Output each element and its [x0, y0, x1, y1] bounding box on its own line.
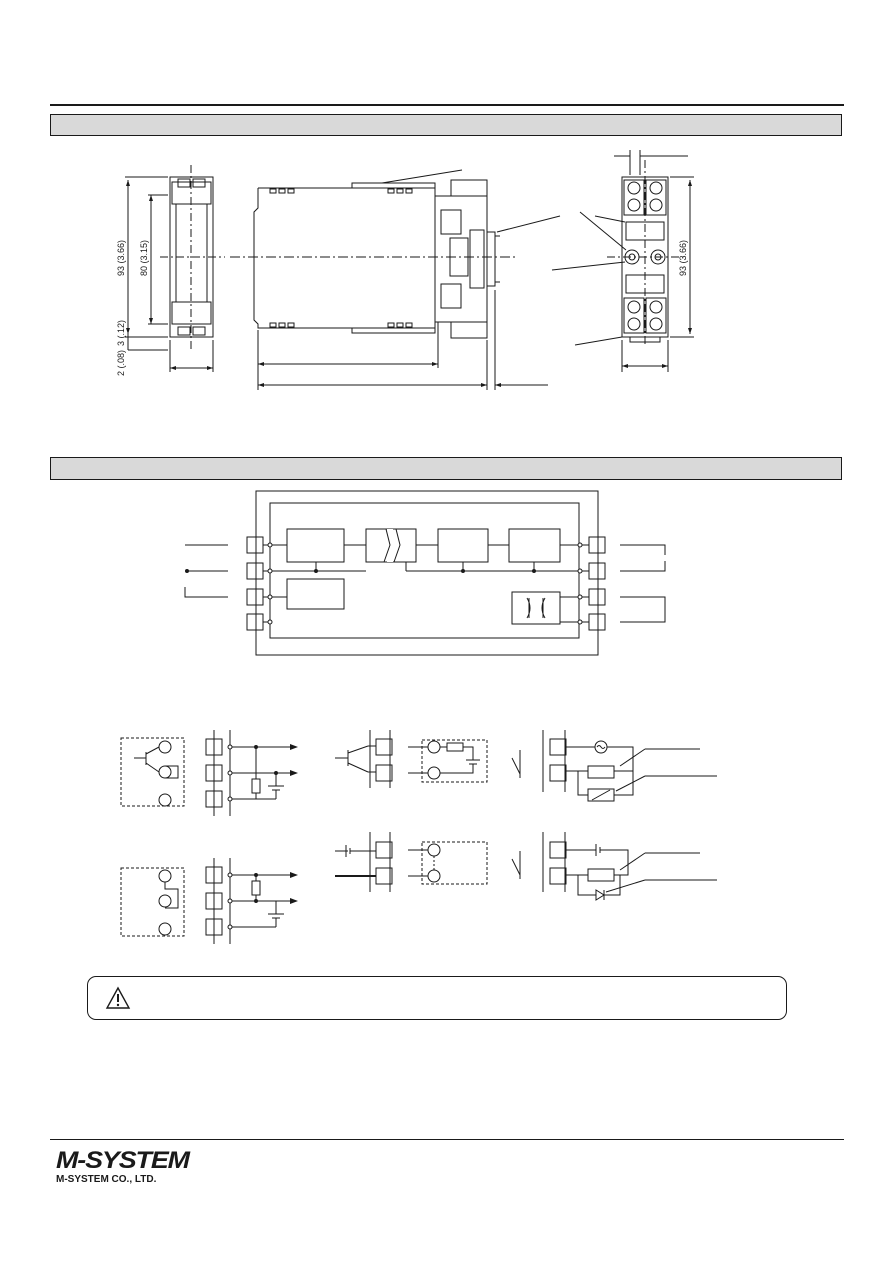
footer-rule: [50, 1139, 844, 1140]
input-wiring-example-1: [120, 730, 298, 816]
company-logo: M-SYSTEM M-SYSTEM CO., LTD.: [56, 1149, 190, 1189]
header-rule: [50, 104, 844, 106]
input-wiring-example-2: [120, 858, 298, 944]
section-bar-schematic: [50, 457, 842, 480]
dim-socket-height: 93 (3.66): [678, 240, 688, 276]
dim-body-height: 80 (3.15): [139, 240, 149, 276]
warning-notice: [87, 976, 787, 1020]
side-view-drawing: [125, 165, 225, 372]
output-wiring-example-3: [511, 730, 717, 802]
socket-top-view-drawing: [551, 150, 694, 372]
logo-wordmark: M-SYSTEM: [56, 1147, 190, 1174]
dim-terminal-offset: 3 (.12): [116, 320, 126, 346]
block-diagram: [184, 490, 666, 656]
dim-overall-height: 93 (3.66): [116, 240, 126, 276]
warning-triangle-icon: [105, 986, 131, 1009]
section-bar-dimensions: [50, 114, 842, 136]
front-view-drawing: [230, 169, 561, 390]
output-wiring-example-1: [335, 730, 488, 788]
output-wiring-example-2: [335, 832, 488, 892]
company-name: M-SYSTEM CO., LTD.: [56, 1174, 157, 1185]
dim-terminal-base: 2 (.08): [116, 350, 126, 376]
output-wiring-example-4: [511, 832, 717, 901]
